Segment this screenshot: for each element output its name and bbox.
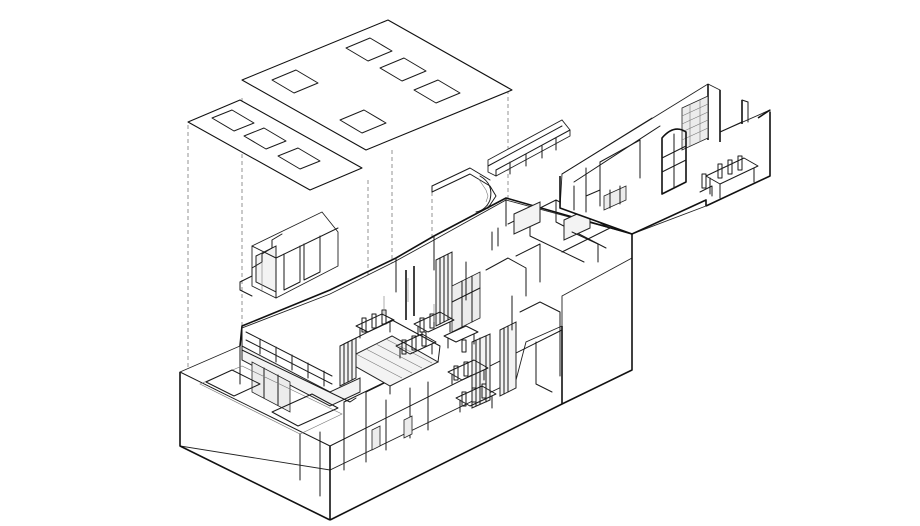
roof-plate-upper [241, 19, 513, 151]
floating-mezzanine [487, 119, 571, 177]
roof-plate-lower [187, 99, 363, 191]
loft-module [239, 211, 339, 299]
rear-wing [559, 83, 771, 235]
furniture-stools [361, 309, 487, 407]
furniture-tables [355, 311, 497, 413]
main-building [179, 197, 633, 521]
floating-stair [431, 167, 497, 213]
